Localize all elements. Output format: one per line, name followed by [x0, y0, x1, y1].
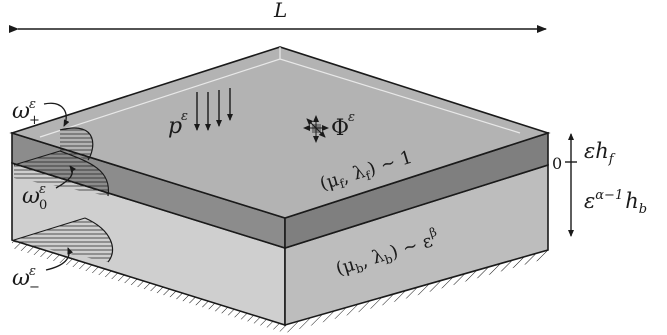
- phi-sup: ε: [348, 110, 355, 125]
- profile-omega-minus: [13, 217, 114, 263]
- omega-plus-arrow: [43, 102, 70, 127]
- phi-inclusion-symbol: [303, 115, 329, 143]
- omega-minus-sub: −: [29, 280, 40, 295]
- film-thickness-label: εhf: [584, 139, 616, 167]
- omega-plus-label: ω: [12, 99, 30, 124]
- profile-omega-zero: [13, 150, 110, 197]
- film-top-surface: [9, 46, 551, 219]
- pressure-arrows: [194, 88, 233, 131]
- pressure-sup: ε: [181, 109, 188, 124]
- omega-minus-arrow: [45, 247, 74, 271]
- thickness-dimension: [565, 133, 577, 237]
- omega-zero-label: ω: [22, 184, 40, 209]
- omega-minus-label: ω: [12, 266, 30, 291]
- length-label: L: [273, 0, 287, 22]
- interface-zero-label: 0: [552, 154, 562, 173]
- ground-hatching: [12, 240, 548, 333]
- profile-omega-plus: [59, 127, 94, 161]
- omega-plus-sub: +: [29, 113, 40, 128]
- omega-plus-sup: ε: [29, 97, 36, 112]
- omega-zero-arrow: [55, 165, 76, 189]
- omega-zero-sup: ε: [39, 182, 46, 197]
- pressure-label: p: [168, 114, 182, 139]
- omega-zero-sub: 0: [39, 198, 47, 213]
- base-thickness-label: εα−1hb: [584, 188, 647, 217]
- omega-minus-sup: ε: [29, 264, 36, 279]
- phi-label: Φ: [331, 116, 349, 141]
